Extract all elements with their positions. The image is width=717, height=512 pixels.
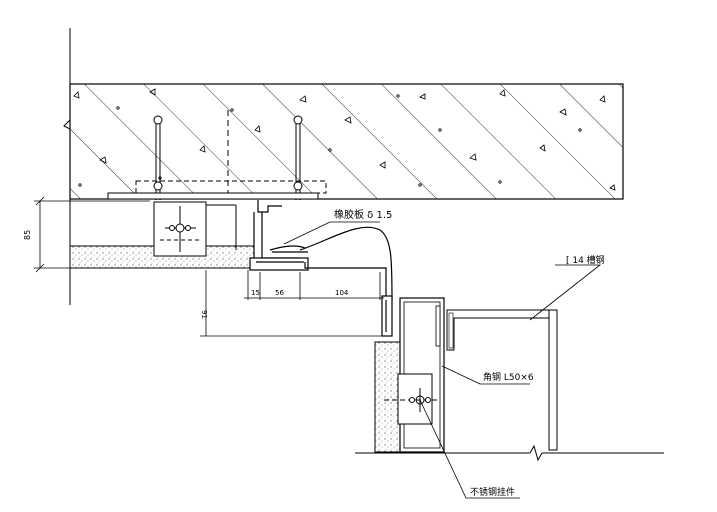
aggregate-marks — [73, 88, 616, 191]
stainless-bracket — [384, 373, 440, 425]
anchor-bolts — [107, 110, 327, 200]
joint-profile — [249, 200, 393, 337]
dim-85-label: 85 — [23, 230, 32, 240]
angle-steel-label: 角钢 L50×6 — [483, 371, 534, 383]
dim-15-label: 15 — [251, 289, 260, 297]
stainless-bracket-label: 不锈钢挂件 — [470, 486, 515, 498]
dim-91-label: 91 — [200, 310, 208, 319]
concrete-slab — [69, 83, 624, 200]
dim-56-label: 56 — [275, 289, 284, 297]
leader-lines — [283, 221, 602, 499]
hanger-bracket — [153, 201, 237, 257]
channel-steel-label: [ 14 槽钢 — [566, 254, 605, 266]
dim-104-label: 104 — [335, 289, 349, 297]
bottom-break-line — [355, 444, 664, 462]
dimension-lines — [34, 196, 384, 337]
rubber-plate-label: 橡胶板 δ 1.5 — [334, 208, 392, 221]
